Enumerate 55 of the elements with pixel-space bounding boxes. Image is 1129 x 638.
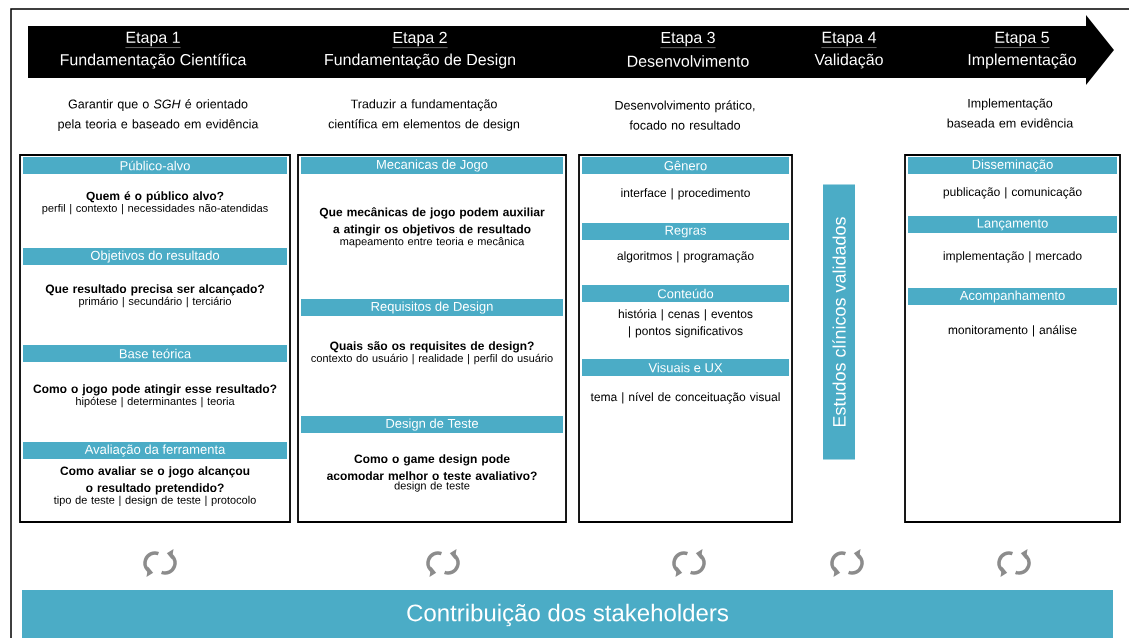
stage-number: Etapa 4 (821, 31, 877, 48)
section-heading-band: Regras (582, 223, 789, 240)
vertical-band: Estudos clínicos validados (823, 184, 855, 460)
column-box (904, 154, 1121, 523)
section-heading-band: Requisitos de Design (301, 299, 563, 316)
options-text: interface | procedimento (621, 188, 750, 200)
section-heading-band: Objetivos do resultado (23, 248, 287, 265)
options-text: hipótese | determinantes | teoria (76, 396, 235, 408)
question-text: Como o game design pode acomodar melhor o teste avaliativo? (327, 454, 537, 480)
stage-description: Implementação baseada em evidência (947, 98, 1074, 128)
stage-description: Desenvolvimento prático, focado no resultado (615, 100, 755, 130)
stage-description: Garantir que o SGH é orientado pela teoria e baseado em evidência (58, 99, 259, 131)
options-text: perfil | contexto | necessidades não-atendidas (42, 203, 268, 215)
section-heading-band: Disseminação (908, 157, 1117, 174)
question-text: Como o jogo pode atingir esse resultado? (33, 384, 277, 396)
section-heading-band: Conteúdo (582, 285, 789, 302)
stage-number: Etapa 3 (660, 31, 716, 48)
column-box (578, 154, 793, 523)
options-text: história | cenas | eventos | pontos significativos (618, 309, 753, 338)
section-heading-band: Gênero (582, 157, 789, 174)
stage-number: Etapa 2 (392, 31, 448, 48)
options-text: mapeamento entre teoria e mecânica (340, 237, 525, 248)
stage-title: Fundamentação de Design (325, 53, 515, 69)
stage-title: Desenvolvimento (627, 55, 749, 67)
stage-description: Traduzir a fundamentação científica em elementos de design (328, 99, 520, 131)
options-text: algoritmos | programação (617, 251, 754, 263)
options-text: monitoramento | análise (948, 325, 1077, 337)
question-text: Que mecânicas de jogo podem auxiliar a atingir os objetivos de resultado (319, 207, 545, 236)
section-heading-band: Lançamento (908, 216, 1117, 233)
options-text: publicação | comunicação (943, 187, 1082, 199)
stage-number: Etapa 1 (125, 31, 181, 48)
section-heading-band: Visuais e UX (582, 359, 789, 376)
question-text: Que resultado precisa ser alcançado? (45, 284, 264, 296)
section-heading-band: Público-alvo (23, 157, 287, 174)
stage-title: Validação (814, 53, 883, 69)
options-text: primário | secundário | terciário (79, 296, 232, 308)
options-text: tema | nível de conceituação visual (590, 392, 780, 404)
question-text: Quais são os requisites de design? (330, 341, 534, 353)
stakeholder-bar: Contribuição dos stakeholders (22, 590, 1113, 638)
column-box (19, 154, 291, 523)
column-box (297, 154, 567, 523)
section-heading-band: Avaliação da ferramenta (23, 442, 287, 459)
section-heading-band: Design de Teste (301, 416, 563, 433)
stage-title: Implementação (968, 53, 1076, 69)
section-heading-band: Acompanhamento (908, 288, 1117, 305)
stage-title: Fundamentação Científica (60, 53, 247, 69)
question-text: Como avaliar se o jogo alcançou o resultado pretendido? (60, 466, 250, 495)
section-heading-band: Base teórica (23, 345, 287, 362)
section-heading-band: Mecanicas de Jogo (301, 157, 563, 174)
options-text: implementação | mercado (943, 251, 1082, 263)
options-text: design de teste (394, 481, 470, 492)
options-text: tipo de teste | design de teste | protocolo (53, 495, 256, 507)
options-text: contexto do usuário | realidade | perfil do usuário (311, 353, 553, 365)
stage-number: Etapa 5 (994, 31, 1050, 48)
question-text: Quem é o público alvo? (86, 191, 224, 203)
